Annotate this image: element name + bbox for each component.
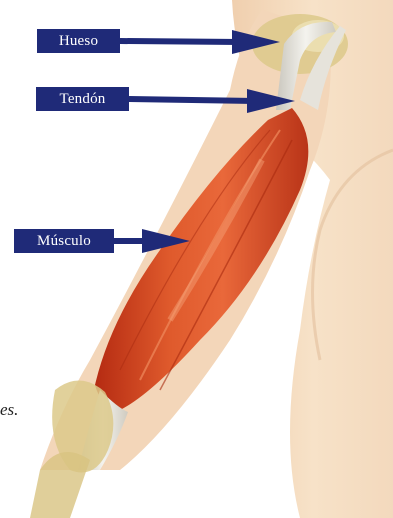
forearm-bone — [30, 452, 90, 518]
label-hueso: Hueso — [37, 29, 120, 53]
label-tendon: Tendón — [36, 87, 129, 111]
caption-fragment: es. — [0, 400, 18, 420]
label-musculo: Músculo — [14, 229, 114, 253]
